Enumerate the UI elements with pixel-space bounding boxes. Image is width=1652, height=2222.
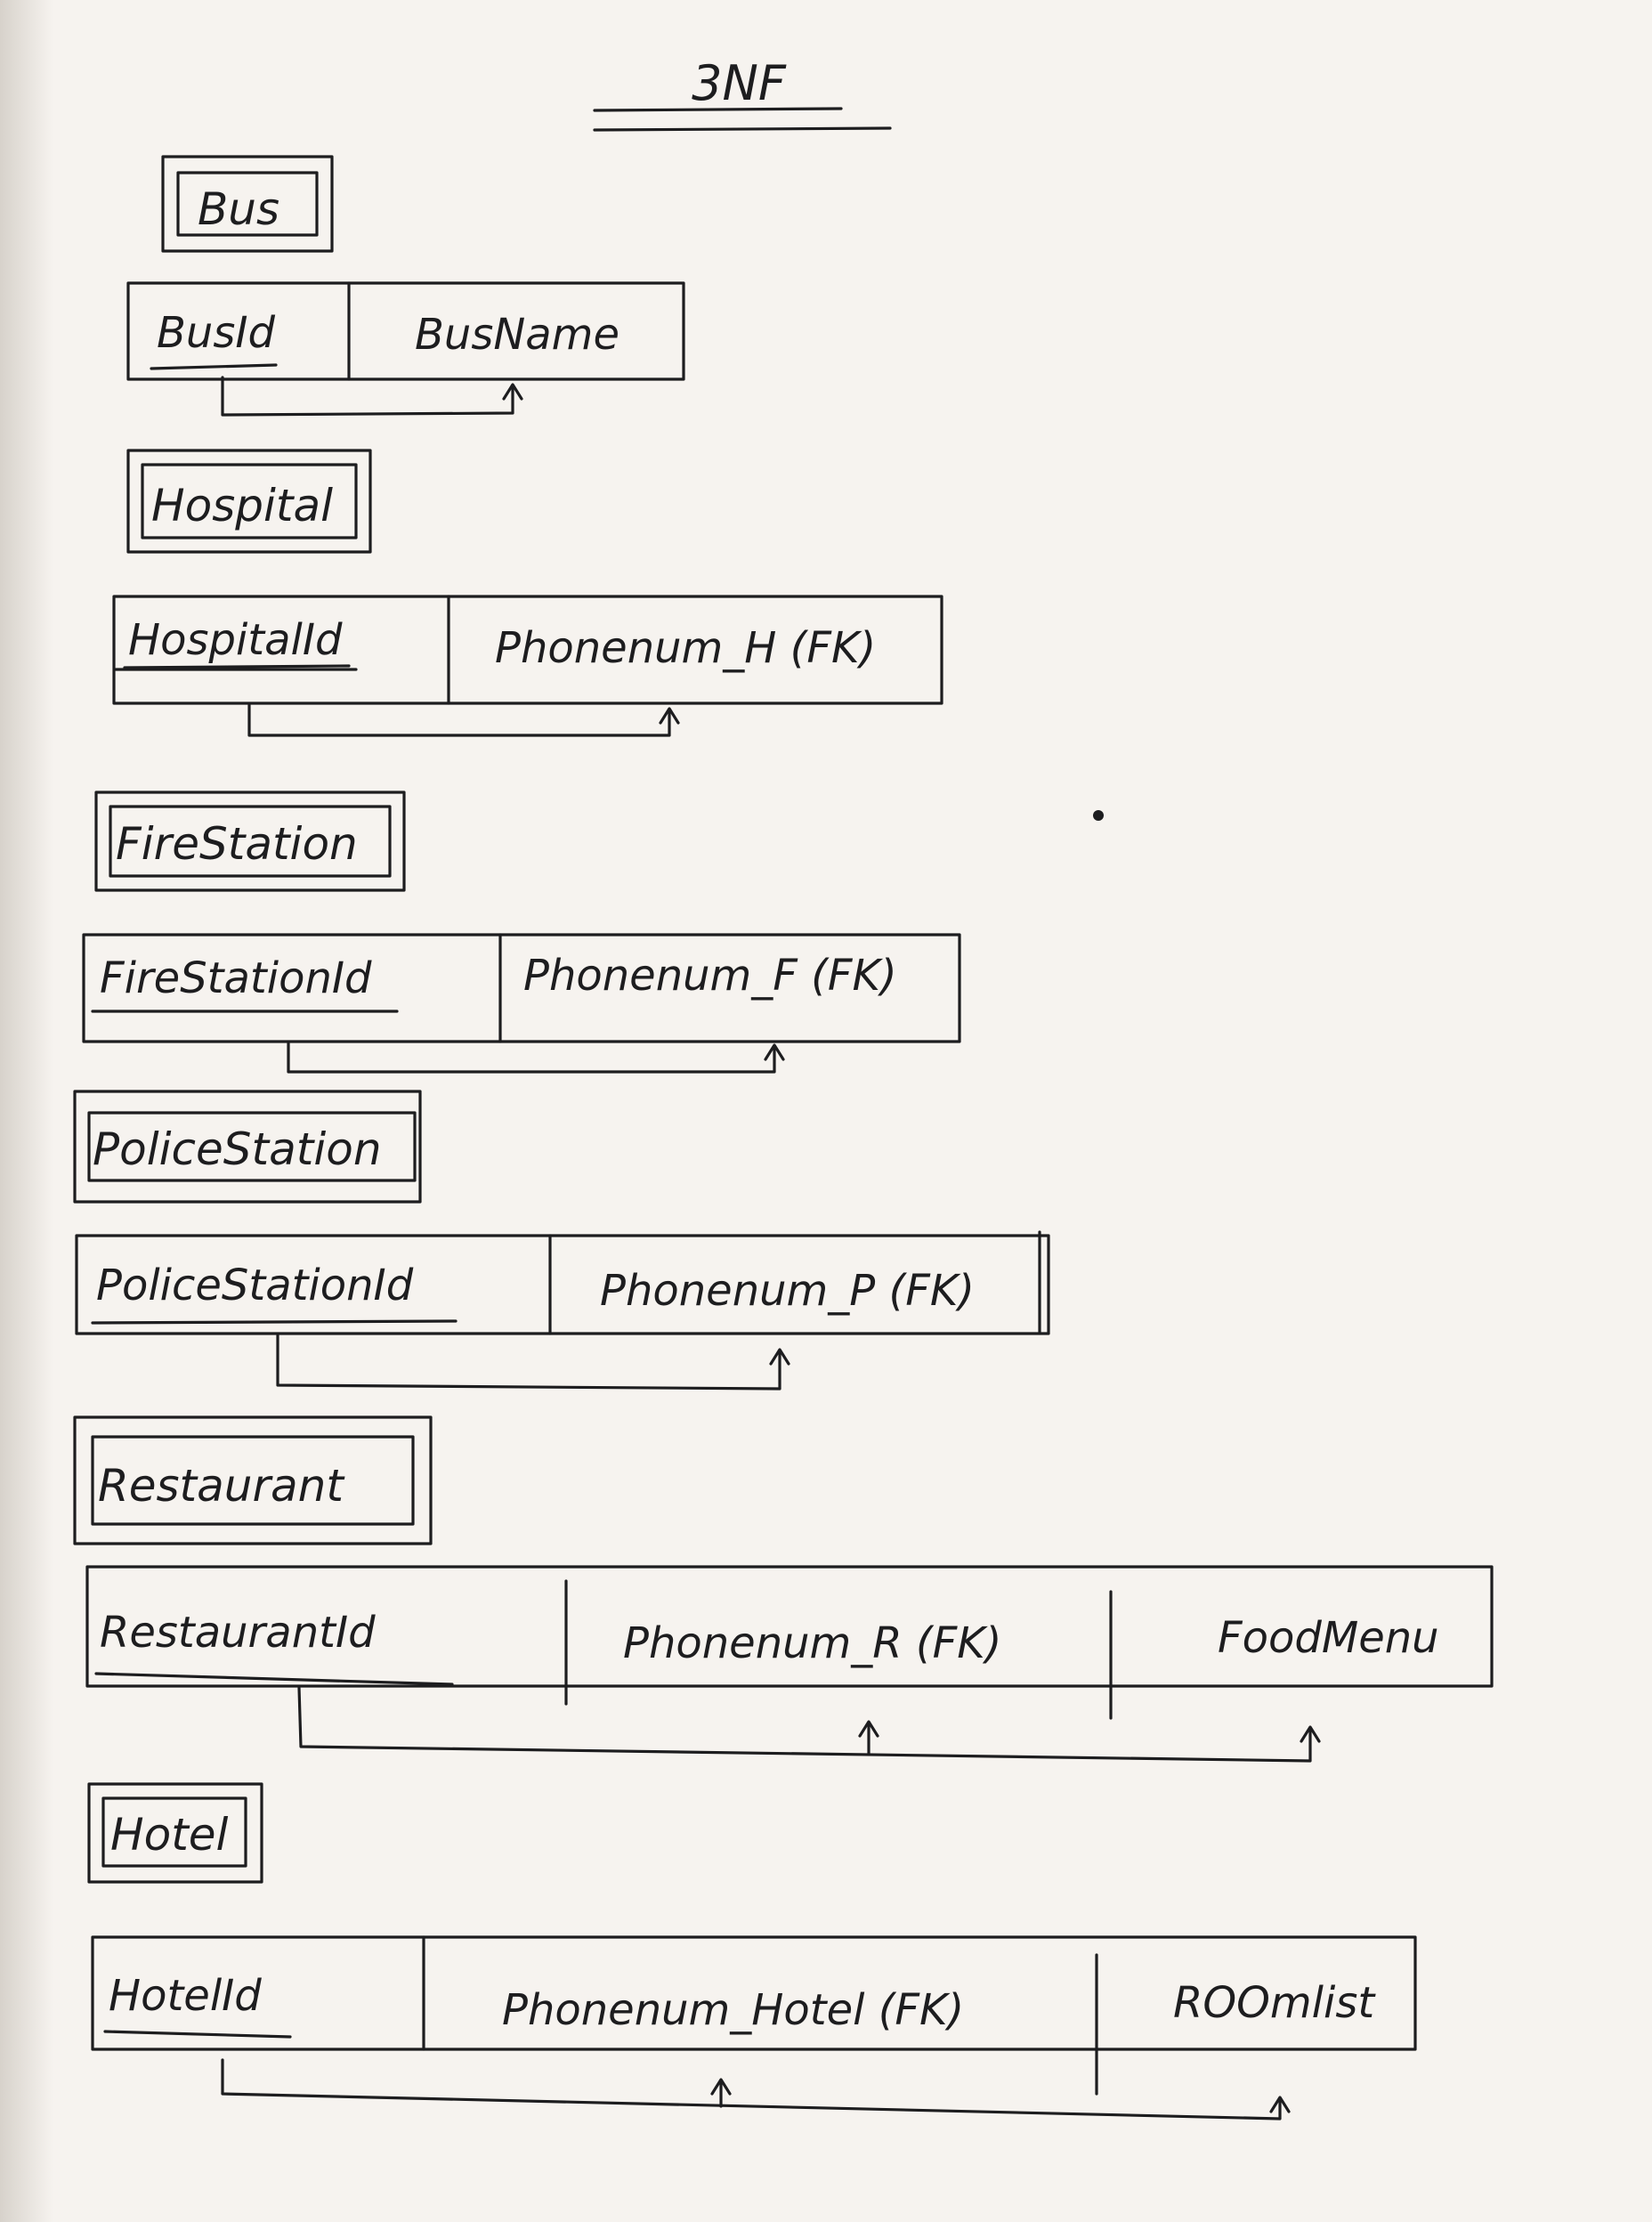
- primary-key-underline: [150, 363, 278, 370]
- entity-name-box-outer: [94, 791, 406, 892]
- entity-restaurant: Restaurant RestaurantId Phonenum_R (FK) …: [73, 1415, 1494, 1763]
- entity-firestation: FireStation FireStationId Phonenum_F (FK…: [82, 791, 961, 1074]
- entity-name-hotel: Hotel: [110, 1809, 229, 1861]
- attribute-phonenum-p: Phonenum_P (FK): [600, 1266, 975, 1316]
- primary-key-underline: [91, 1319, 458, 1325]
- table-outline: [75, 1234, 1050, 1335]
- relation-table-hotel: [91, 1935, 1417, 2096]
- dependency-arrow: [276, 1334, 790, 1391]
- entity-name-box-outer: [73, 1090, 422, 1204]
- entity-name-policestation: PoliceStation: [93, 1123, 382, 1175]
- attribute-foodmenu: FoodMenu: [1218, 1613, 1439, 1663]
- attribute-busname: BusName: [415, 310, 620, 360]
- attribute-firestationid: FireStationId: [100, 953, 372, 1003]
- entity-name-box-inner: [87, 1111, 417, 1182]
- entity-bus: Bus BusId BusName: [126, 155, 685, 417]
- entity-policestation: PoliceStation PoliceStationId Phonenum_P…: [73, 1090, 1050, 1391]
- relation-table-policestation: [75, 1230, 1050, 1335]
- entity-name-box-inner: [141, 463, 358, 539]
- table-outline: [85, 1565, 1494, 1688]
- entity-name-box-inner: [176, 171, 319, 237]
- entity-name-bus: Bus: [198, 183, 279, 235]
- table-outline: [91, 1935, 1417, 2051]
- ink-dot: [1093, 810, 1104, 821]
- entity-hospital: Hospital HospitalId Phonenum_H (FK): [112, 449, 943, 737]
- entity-name-box-inner: [109, 805, 392, 878]
- entity-name-box-outer: [73, 1415, 433, 1545]
- title-underline-short: [593, 107, 843, 112]
- dependency-arrow: [247, 703, 680, 737]
- relation-table-firestation: [82, 933, 961, 1043]
- relation-table-bus: [126, 281, 685, 381]
- entity-name-firestation: FireStation: [116, 818, 358, 870]
- attribute-phonenum-hotel: Phonenum_Hotel (FK): [502, 1985, 964, 2035]
- relation-table-hospital: [112, 595, 943, 705]
- table-outline: [126, 281, 685, 381]
- dependency-arrow: [287, 1042, 785, 1074]
- entity-hotel: Hotel HotelId Phonenum_Hotel (FK) ROOmli…: [87, 1782, 1417, 2121]
- entity-name-restaurant: Restaurant: [98, 1460, 345, 1512]
- page-title: 3NF: [692, 55, 787, 111]
- relation-table-restaurant: [85, 1565, 1494, 1720]
- attribute-busid: BusId: [157, 308, 276, 358]
- entity-name-box-outer: [161, 155, 334, 253]
- attribute-phonenum-r: Phonenum_R (FK): [623, 1618, 1001, 1668]
- dependency-arrow: [297, 1686, 1321, 1763]
- entity-name-box-inner: [91, 1435, 415, 1526]
- attribute-phonenum-f: Phonenum_F (FK): [523, 951, 897, 1001]
- attribute-hotelid: HotelId: [109, 1971, 262, 2021]
- dependency-arrow: [221, 376, 523, 417]
- attribute-roomlist: ROOmlist: [1173, 1978, 1376, 2028]
- entity-name-hospital: Hospital: [151, 480, 333, 531]
- entity-name-box-inner: [101, 1796, 247, 1868]
- table-outline: [82, 933, 961, 1043]
- attribute-restaurantid: RestaurantId: [100, 1608, 376, 1658]
- primary-key-underline: [123, 664, 351, 669]
- dependency-arrow: [221, 2058, 1291, 2121]
- table-outline: [112, 595, 943, 705]
- attribute-phonenum-h: Phonenum_H (FK): [495, 623, 876, 673]
- page-edge-shadow: [0, 0, 53, 2222]
- primary-key-underline: [103, 2030, 292, 2039]
- entity-name-box-outer: [126, 449, 372, 554]
- entity-name-box-outer: [87, 1782, 263, 1884]
- attribute-policestationid: PoliceStationId: [96, 1261, 414, 1310]
- title-underline: [593, 126, 892, 132]
- attribute-hospitalid: HospitalId: [128, 615, 343, 665]
- primary-key-underline: [94, 1672, 454, 1686]
